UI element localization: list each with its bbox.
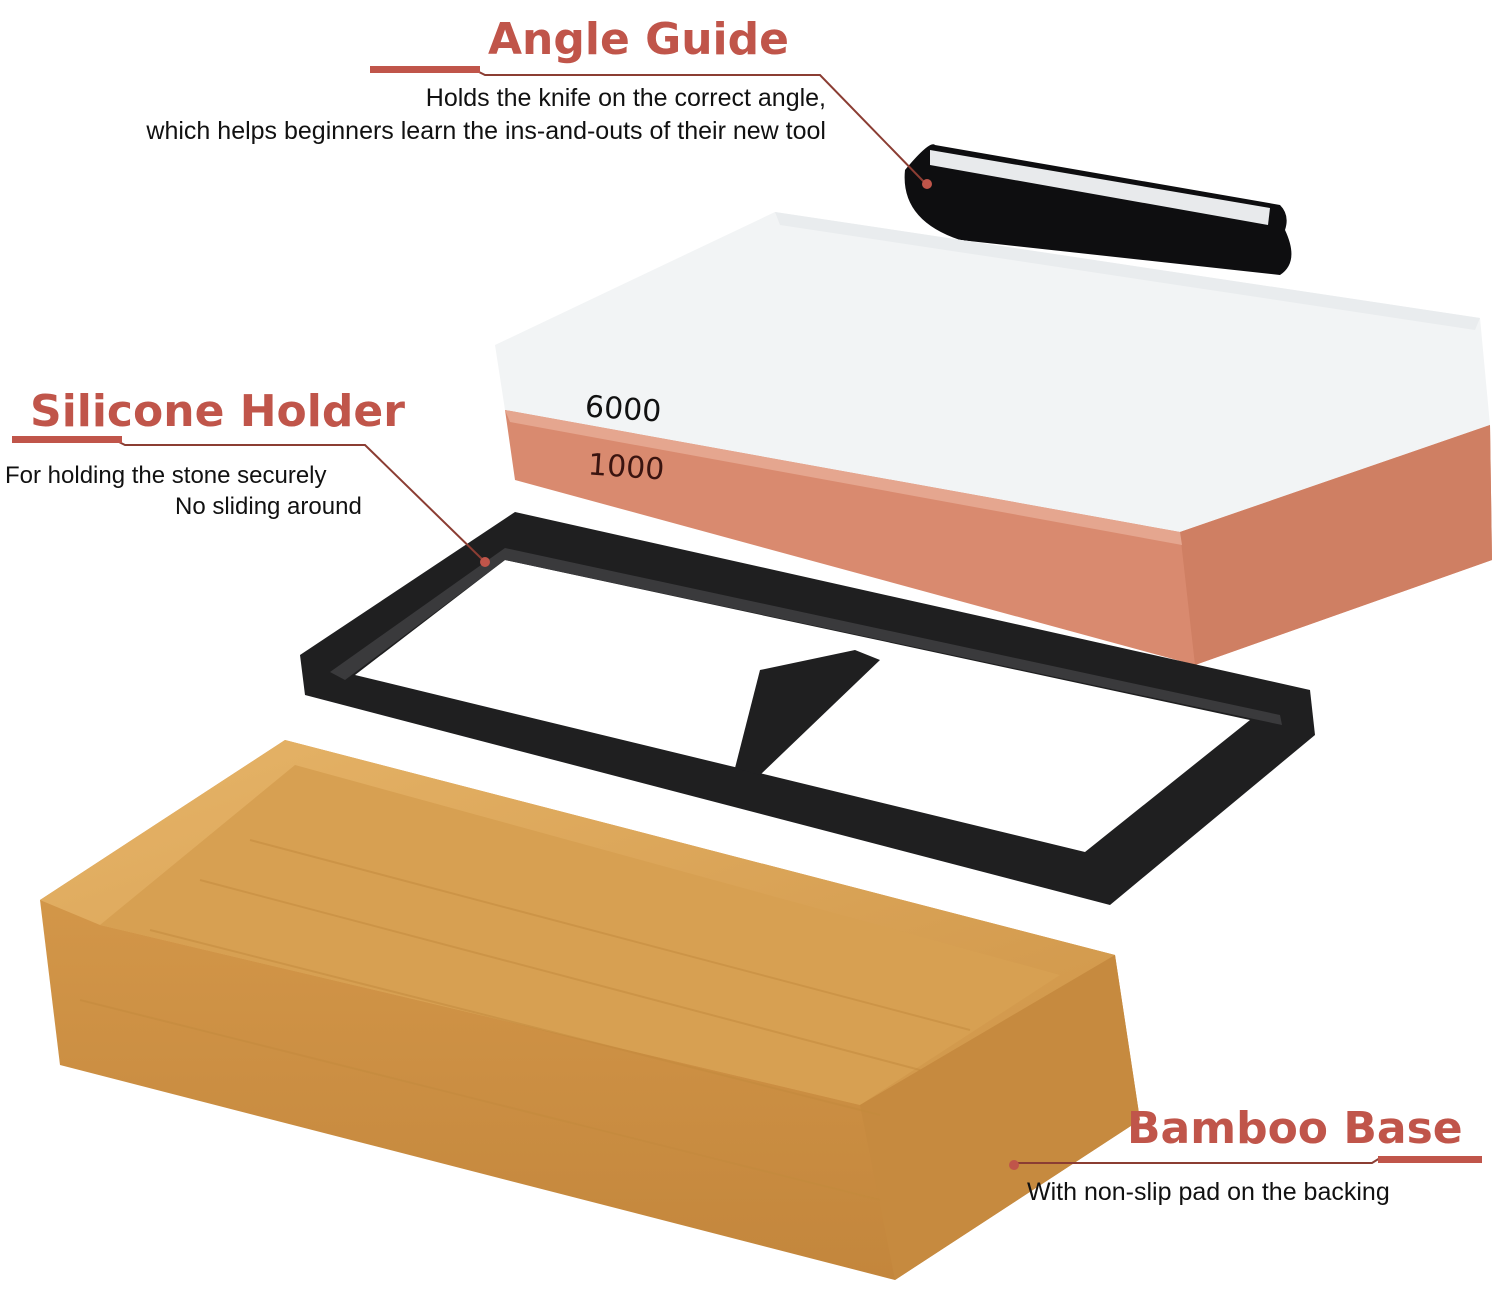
angle-guide-accent-bar [370,66,480,73]
bamboo-base-illustration [40,740,1140,1280]
angle-guide-description: Holds the knife on the correct angle, wh… [146,82,826,147]
angle-guide-callout-dot [922,179,932,189]
bamboo-base-description: With non-slip pad on the backing [1027,1176,1390,1209]
bamboo-base-callout-dot [1009,1160,1019,1170]
silicone-holder-description: For holding the stone securely No slidin… [5,460,362,522]
bamboo-base-description-line-1: With non-slip pad on the backing [1027,1178,1390,1206]
angle-guide-illustration [904,144,1292,275]
angle-guide-description-line-2: which helps beginners learn the ins-and-… [146,116,826,145]
silicone-holder-title: Silicone Holder [30,386,405,437]
whetstone-top-grit-label: 6000 [583,389,663,430]
whetstone-illustration [495,212,1492,665]
silicone-holder-description-line-2: No sliding around [175,493,362,521]
silicone-holder-callout-dot [480,557,490,567]
whetstone-bottom-grit-label: 1000 [586,447,666,488]
angle-guide-description-line-1: Holds the knife on the correct angle, [425,84,826,112]
silicone-holder-illustration [300,512,1315,905]
silicone-holder-accent-bar [12,436,122,443]
bamboo-base-title: Bamboo Base [1127,1103,1463,1154]
bamboo-base-accent-bar [1378,1156,1482,1163]
angle-guide-title: Angle Guide [488,14,789,65]
silicone-holder-description-line-1: For holding the stone securely [5,462,327,489]
